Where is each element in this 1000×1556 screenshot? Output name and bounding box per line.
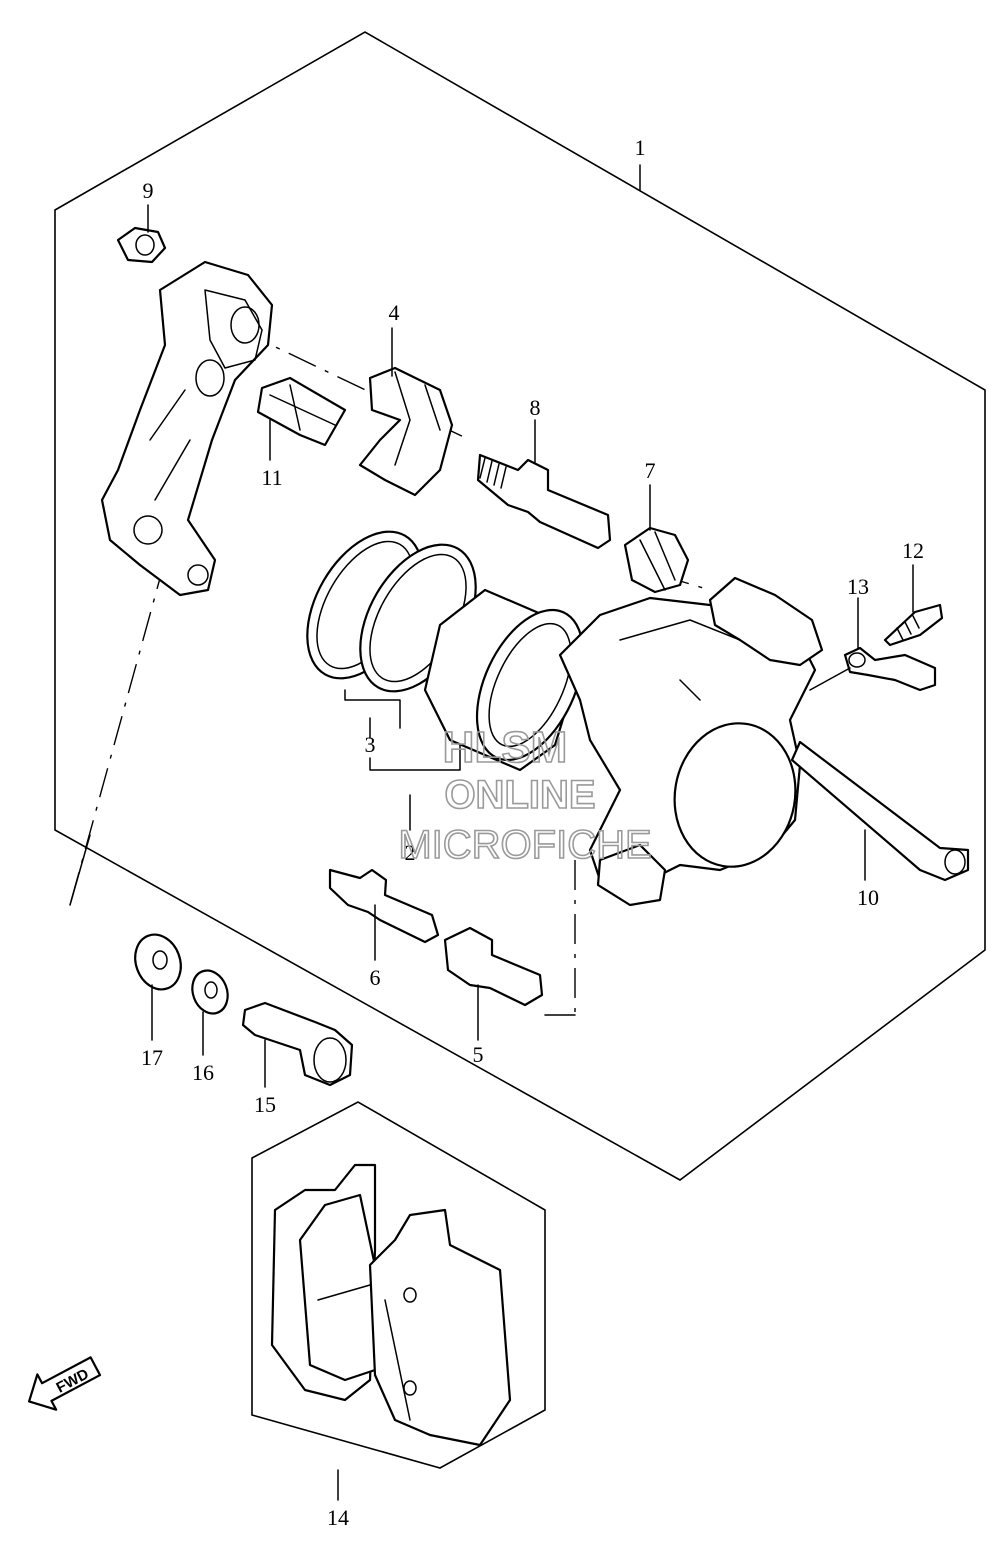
watermark: HLSM ONLINE MICROFICHE: [398, 722, 653, 868]
pad-set-frame: [251, 1101, 546, 1469]
part-6-slide-pin[interactable]: [328, 868, 440, 944]
callout-3: 3: [365, 732, 376, 757]
watermark-line-2: ONLINE: [444, 773, 595, 817]
leader-lines: [147, 164, 914, 1501]
callout-10: 10: [857, 885, 879, 910]
assembly-frame: [54, 31, 986, 1181]
callout-2: 2: [405, 840, 416, 865]
part-15-bolt[interactable]: [241, 1001, 354, 1087]
callout-1: 1: [635, 135, 646, 160]
fwd-arrow: FWD: [27, 1356, 102, 1411]
callout-16: 16: [192, 1060, 214, 1085]
callout-4: 4: [389, 300, 400, 325]
callout-17: 17: [141, 1045, 163, 1070]
part-11-pad-spring[interactable]: [256, 376, 347, 447]
callout-8: 8: [530, 395, 541, 420]
part-13-bleeder-cap[interactable]: [843, 646, 937, 692]
part-8-slide-pin[interactable]: [476, 453, 612, 550]
guide-lines: [69, 329, 711, 1016]
piston[interactable]: [423, 588, 605, 777]
caliper-bracket[interactable]: [100, 260, 274, 597]
callout-13: 13: [847, 574, 869, 599]
part-14-brake-pads[interactable]: [270, 1163, 512, 1447]
part-16-lock-washer[interactable]: [187, 966, 234, 1019]
callout-14: 14: [327, 1505, 349, 1530]
callout-11: 11: [261, 465, 282, 490]
part-12-bleeder-valve[interactable]: [883, 603, 944, 647]
callout-12: 12: [902, 538, 924, 563]
callout-15: 15: [254, 1092, 276, 1117]
part-9-nut[interactable]: [116, 226, 167, 264]
part-17-washer[interactable]: [128, 928, 188, 996]
part-4-pad-retainer[interactable]: [358, 366, 454, 497]
callout-9: 9: [143, 178, 154, 203]
watermark-line-1: HLSM: [443, 723, 568, 772]
callout-labels: 1 2 3 4 5 6 7 8 9 10 11 12 13 14 15 16 1…: [141, 135, 924, 1530]
part-7-boot[interactable]: [623, 526, 690, 594]
caliper-body[interactable]: [558, 576, 824, 907]
callout-7: 7: [645, 458, 656, 483]
callout-6: 6: [370, 965, 381, 990]
part-5-pin-bolt[interactable]: [443, 926, 544, 1007]
part-10-bolt[interactable]: [790, 740, 970, 882]
watermark-line-3: MICROFICHE: [398, 823, 651, 867]
callout-5: 5: [473, 1042, 484, 1067]
